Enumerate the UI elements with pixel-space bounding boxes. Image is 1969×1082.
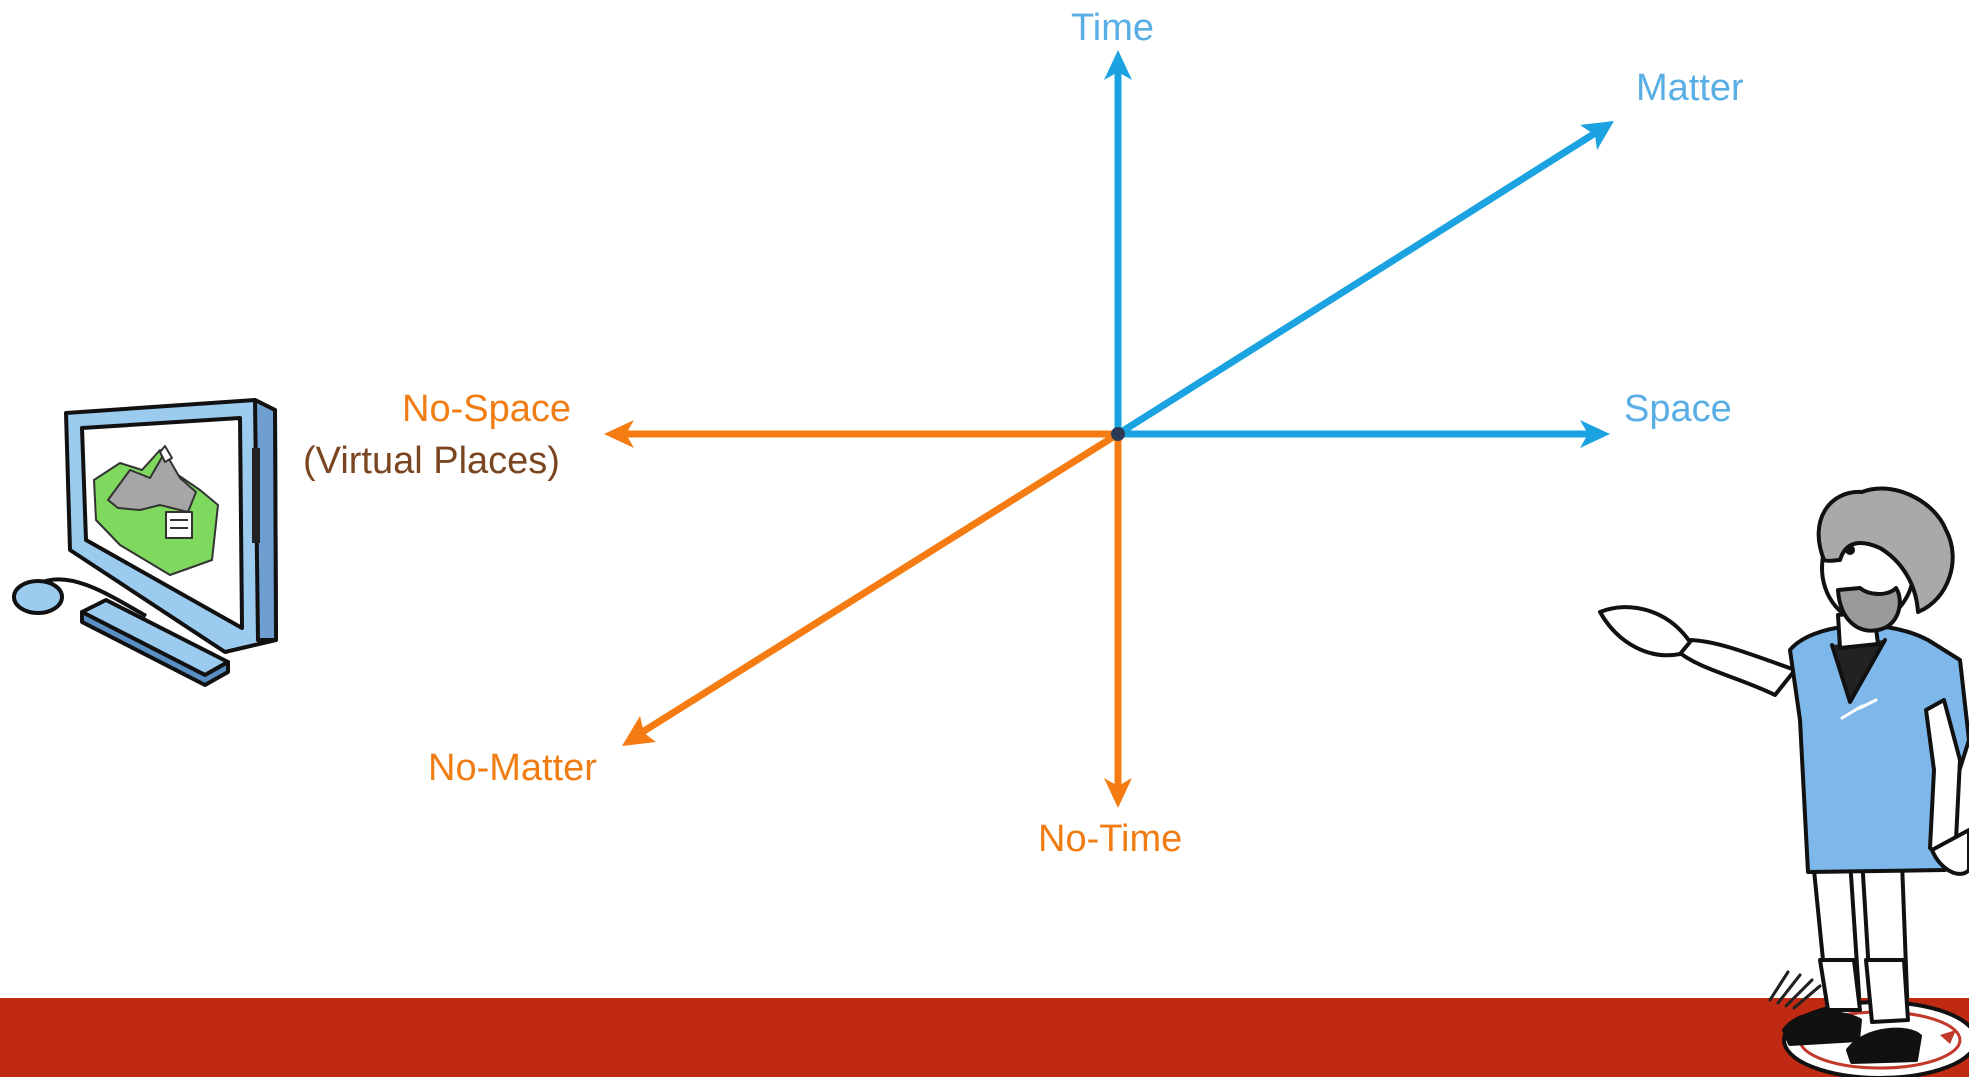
space-label: Space [1624,388,1732,430]
no-space-axis [604,420,1118,448]
footer-bar [0,998,1969,1077]
no-space-label: No-Space [402,388,571,430]
virtual-places-label: (Virtual Places) [303,440,560,482]
no-time-axis [1104,434,1132,808]
matter-label: Matter [1636,67,1744,109]
no-time-label: No-Time [1038,818,1183,860]
computer-monitor-icon [12,398,278,687]
origin-dot [1111,427,1125,441]
space-axis [1118,420,1610,448]
time-axis [1104,50,1132,434]
matter-axis [1116,121,1614,437]
presenter-character-icon [1598,486,1969,1080]
no-matter-label: No-Matter [428,747,597,789]
no-matter-axis [622,431,1120,746]
time-label: Time [1071,7,1155,49]
